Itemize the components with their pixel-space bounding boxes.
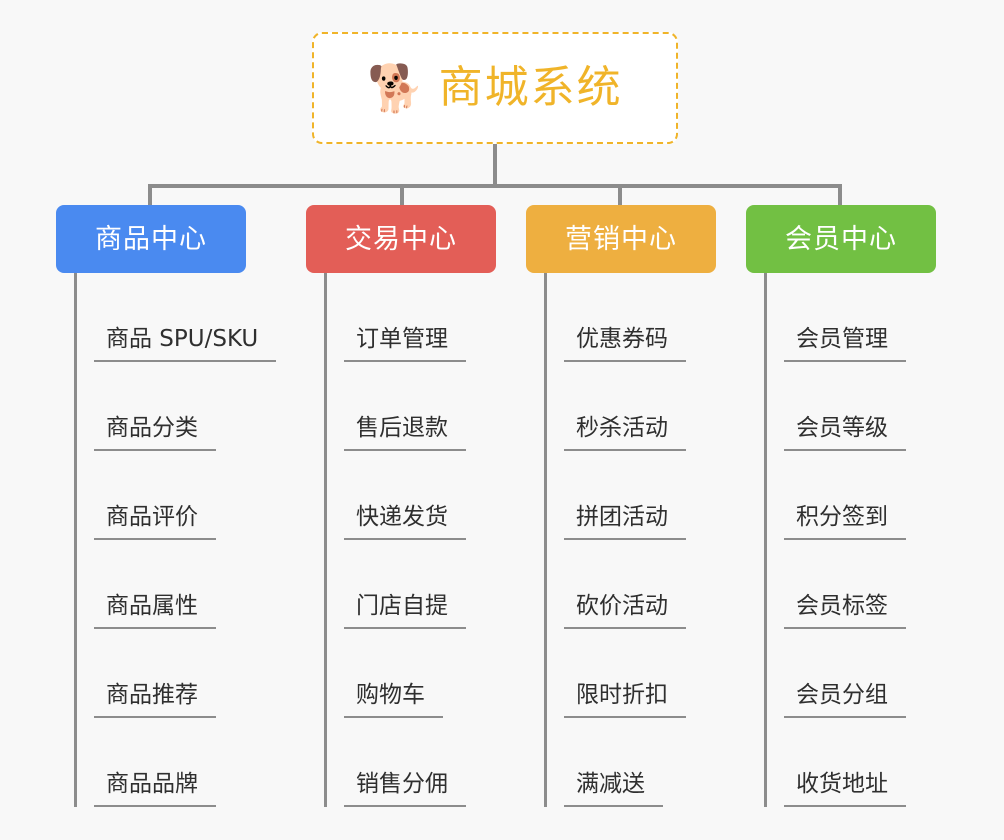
sub-item-label: 商品评价 [94, 506, 216, 540]
sub-item-list-3: 优惠券码 秒杀活动 拼团活动 砍价活动 限时折扣 满减送 [544, 273, 746, 807]
branch-column-3: 营销中心 优惠券码 秒杀活动 拼团活动 砍价活动 限时折扣 满减送 [526, 205, 746, 807]
list-item[interactable]: 商品推荐 [74, 629, 276, 718]
list-item[interactable]: 商品评价 [74, 451, 276, 540]
sub-item-label: 售后退款 [344, 417, 466, 451]
shiba-dog-face-icon: 🐕 [367, 61, 425, 115]
sub-item-label: 限时折扣 [564, 684, 686, 718]
sub-item-label: 商品推荐 [94, 684, 216, 718]
sub-item-label: 会员管理 [784, 328, 906, 362]
list-item[interactable]: 商品分类 [74, 362, 276, 451]
branch-header-4[interactable]: 会员中心 [746, 205, 936, 273]
list-item[interactable]: 会员标签 [764, 540, 966, 629]
branch-rail-wrap-3: 优惠券码 秒杀活动 拼团活动 砍价活动 限时折扣 满减送 [544, 273, 746, 807]
sub-item-label: 秒杀活动 [564, 417, 686, 451]
list-item[interactable]: 销售分佣 [324, 718, 526, 807]
branch-rail-3 [544, 273, 547, 807]
sub-item-label: 优惠券码 [564, 328, 686, 362]
connector-horizontal-bus [148, 184, 842, 188]
branch-column-1: 商品中心 商品 SPU/SKU 商品分类 商品评价 商品属性 商品推荐 商品品牌 [56, 205, 277, 807]
sub-item-label: 销售分佣 [344, 773, 466, 807]
sub-item-label: 拼团活动 [564, 506, 686, 540]
branch-label-4: 会员中心 [785, 223, 897, 255]
list-item[interactable]: 限时折扣 [544, 629, 746, 718]
list-item[interactable]: 售后退款 [324, 362, 526, 451]
branch-rail-2 [324, 273, 327, 807]
list-item[interactable]: 商品属性 [74, 540, 276, 629]
connector-drop-1 [148, 184, 152, 205]
list-item[interactable]: 满减送 [544, 718, 746, 807]
list-item[interactable]: 购物车 [324, 629, 526, 718]
connector-root-vertical [493, 144, 497, 187]
sub-item-label: 商品品牌 [94, 773, 216, 807]
sub-item-list-4: 会员管理 会员等级 积分签到 会员标签 会员分组 收货地址 [764, 273, 966, 807]
branch-column-2: 交易中心 订单管理 售后退款 快递发货 门店自提 购物车 销售分佣 [306, 205, 526, 807]
branch-rail-wrap-2: 订单管理 售后退款 快递发货 门店自提 购物车 销售分佣 [324, 273, 526, 807]
sub-item-label: 满减送 [564, 773, 663, 807]
sub-item-label: 订单管理 [344, 328, 466, 362]
sub-item-label: 商品分类 [94, 417, 216, 451]
list-item[interactable]: 积分签到 [764, 451, 966, 540]
sub-item-label: 积分签到 [784, 506, 906, 540]
branch-rail-1 [74, 273, 77, 807]
branch-label-3: 营销中心 [565, 223, 677, 255]
sub-item-label: 商品 SPU/SKU [94, 328, 277, 362]
list-item[interactable]: 优惠券码 [544, 273, 746, 362]
list-item[interactable]: 商品 SPU/SKU [74, 273, 277, 362]
sub-item-list-1: 商品 SPU/SKU 商品分类 商品评价 商品属性 商品推荐 商品品牌 [74, 273, 277, 807]
list-item[interactable]: 订单管理 [324, 273, 526, 362]
list-item[interactable]: 会员分组 [764, 629, 966, 718]
list-item[interactable]: 会员管理 [764, 273, 966, 362]
sub-item-list-2: 订单管理 售后退款 快递发货 门店自提 购物车 销售分佣 [324, 273, 526, 807]
list-item[interactable]: 门店自提 [324, 540, 526, 629]
branch-header-3[interactable]: 营销中心 [526, 205, 716, 273]
root-node[interactable]: 🐕 商城系统 [312, 32, 678, 144]
connector-drop-4 [838, 184, 842, 205]
connector-drop-2 [400, 184, 404, 205]
sub-item-label: 商品属性 [94, 595, 216, 629]
branch-rail-wrap-1: 商品 SPU/SKU 商品分类 商品评价 商品属性 商品推荐 商品品牌 [74, 273, 277, 807]
sub-item-label: 快递发货 [344, 506, 466, 540]
list-item[interactable]: 商品品牌 [74, 718, 276, 807]
branch-rail-4 [764, 273, 767, 807]
sub-item-label: 会员标签 [784, 595, 906, 629]
list-item[interactable]: 秒杀活动 [544, 362, 746, 451]
list-item[interactable]: 砍价活动 [544, 540, 746, 629]
branch-header-1[interactable]: 商品中心 [56, 205, 246, 273]
connector-drop-3 [618, 184, 622, 205]
branch-label-2: 交易中心 [345, 223, 457, 255]
list-item[interactable]: 拼团活动 [544, 451, 746, 540]
sub-item-label: 会员等级 [784, 417, 906, 451]
branch-rail-wrap-4: 会员管理 会员等级 积分签到 会员标签 会员分组 收货地址 [764, 273, 966, 807]
list-item[interactable]: 快递发货 [324, 451, 526, 540]
sub-item-label: 收货地址 [784, 773, 906, 807]
sub-item-label: 购物车 [344, 684, 443, 718]
branch-column-4: 会员中心 会员管理 会员等级 积分签到 会员标签 会员分组 收货地址 [746, 205, 966, 807]
sub-item-label: 砍价活动 [564, 595, 686, 629]
list-item[interactable]: 收货地址 [764, 718, 966, 807]
root-title: 商城系统 [438, 62, 623, 113]
list-item[interactable]: 会员等级 [764, 362, 966, 451]
branch-label-1: 商品中心 [95, 223, 207, 255]
sub-item-label: 会员分组 [784, 684, 906, 718]
branch-header-2[interactable]: 交易中心 [306, 205, 496, 273]
sub-item-label: 门店自提 [344, 595, 466, 629]
